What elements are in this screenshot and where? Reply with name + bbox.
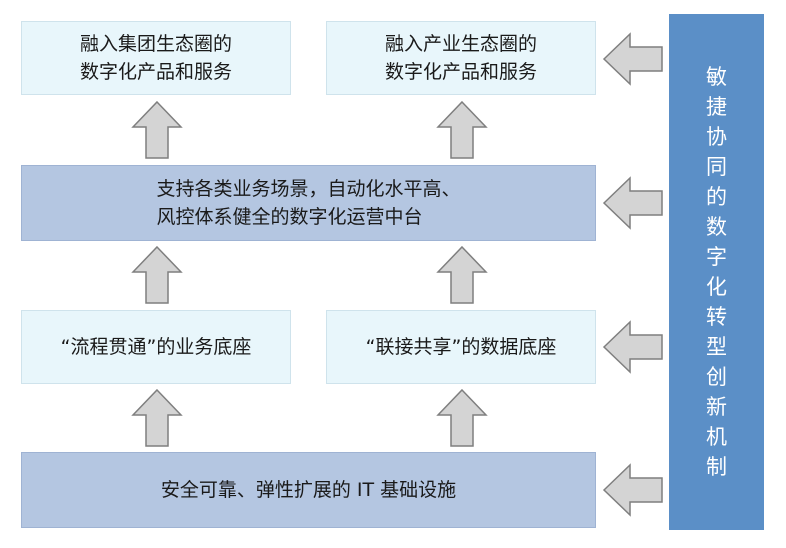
side-char: 转: [706, 305, 727, 329]
infrastructure-label: 安全可靠、弹性扩展的 IT 基础设施: [160, 479, 457, 501]
side-char: 型: [706, 335, 727, 359]
up-arrow-icon: [436, 100, 488, 159]
left-arrow-icon: [602, 320, 663, 374]
side-char: 字: [706, 245, 727, 269]
side-char: 同: [706, 155, 727, 179]
left-arrow-icon: [602, 32, 663, 86]
side-char: 的: [706, 185, 727, 209]
business-base-box: “流程贯通”的业务底座: [21, 310, 291, 384]
group-ecosystem-line2: 数字化产品和服务: [79, 61, 232, 83]
group-ecosystem-box: 融入集团生态圈的 数字化产品和服务: [21, 21, 291, 95]
industry-ecosystem-box: 融入产业生态圈的 数字化产品和服务: [326, 21, 596, 95]
data-base-label: “联接共享”的数据底座: [365, 336, 557, 358]
industry-ecosystem-line2: 数字化产品和服务: [384, 61, 537, 83]
up-arrow-icon: [131, 388, 183, 447]
side-char: 化: [706, 275, 727, 299]
side-char: 协: [706, 125, 727, 149]
agile-innovation-panel: 敏 捷 协 同 的 数 字 化 转 型 创 新 机 制: [669, 14, 764, 530]
side-char: 制: [706, 455, 727, 479]
middle-platform-line2: 风控体系健全的数字化运营中台: [156, 206, 423, 228]
left-arrow-icon: [602, 463, 663, 517]
left-arrow-icon: [602, 176, 663, 230]
up-arrow-icon: [131, 100, 183, 159]
up-arrow-icon: [436, 245, 488, 304]
group-ecosystem-line1: 融入集团生态圈的: [79, 33, 232, 55]
industry-ecosystem-line1: 融入产业生态圈的: [384, 33, 537, 55]
up-arrow-icon: [131, 245, 183, 304]
middle-platform-box: 支持各类业务场景，自动化水平高、 风控体系健全的数字化运营中台: [21, 165, 596, 241]
up-arrow-icon: [436, 388, 488, 447]
side-char: 数: [706, 215, 727, 239]
middle-platform-line1: 支持各类业务场景，自动化水平高、: [156, 178, 461, 200]
side-char: 敏: [706, 65, 727, 89]
side-char: 新: [706, 395, 727, 419]
side-char: 机: [706, 425, 727, 449]
side-char: 创: [706, 365, 727, 389]
business-base-label: “流程贯通”的业务底座: [60, 336, 252, 358]
data-base-box: “联接共享”的数据底座: [326, 310, 596, 384]
side-char: 捷: [706, 95, 727, 119]
infrastructure-box: 安全可靠、弹性扩展的 IT 基础设施: [21, 452, 596, 528]
